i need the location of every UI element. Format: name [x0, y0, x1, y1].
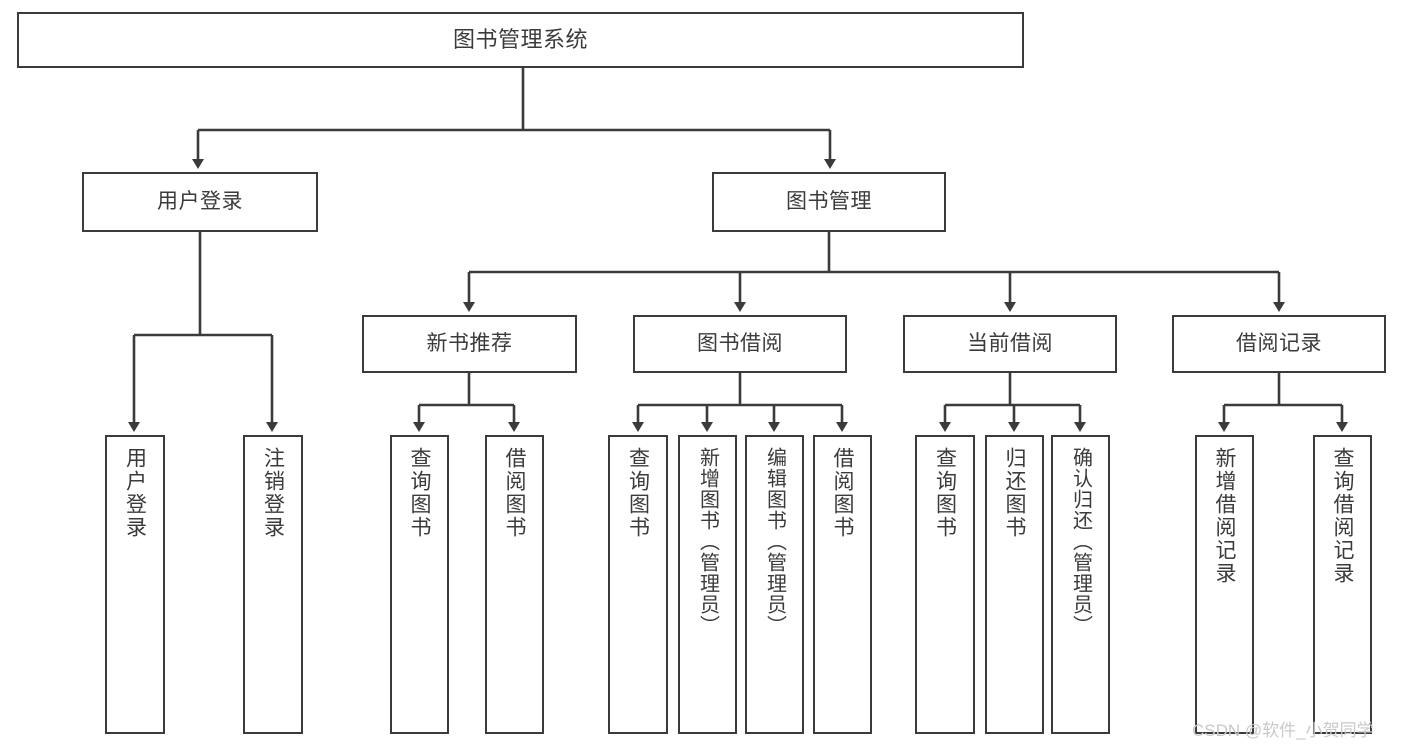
node-leaf-7-label: 借阅图书 — [831, 447, 854, 539]
node-leaf-3[interactable]: 借阅图书 — [485, 435, 544, 734]
node-leaf-0[interactable]: 用户登录 — [105, 435, 165, 734]
node-level2-1-label: 图书管理 — [786, 189, 872, 213]
node-leaf-10-label: 确认归还（管理员） — [1069, 447, 1092, 636]
node-level3-1[interactable]: 图书借阅 — [633, 315, 847, 373]
node-level3-3-label: 借阅记录 — [1236, 331, 1322, 355]
node-leaf-10[interactable]: 确认归还（管理员） — [1051, 435, 1110, 734]
node-level3-0-label: 新书推荐 — [426, 331, 513, 355]
node-leaf-9[interactable]: 归还图书 — [985, 435, 1044, 734]
node-leaf-3-label: 借阅图书 — [503, 447, 526, 539]
node-leaf-6-label: 编辑图书（管理员） — [763, 447, 786, 636]
csdn-watermark: CSDN @软件_小贺同学 — [1192, 721, 1374, 740]
node-level3-0[interactable]: 新书推荐 — [362, 315, 577, 373]
node-leaf-4-label: 查询图书 — [626, 447, 650, 539]
node-leaf-9-label: 归还图书 — [1003, 447, 1026, 539]
node-leaf-11-label: 新增借阅记录 — [1213, 447, 1236, 585]
node-level3-1-label: 图书借阅 — [697, 331, 783, 355]
node-leaf-7[interactable]: 借阅图书 — [813, 435, 872, 734]
node-leaf-4[interactable]: 查询图书 — [608, 435, 668, 734]
node-leaf-11[interactable]: 新增借阅记录 — [1195, 435, 1254, 734]
node-leaf-8-label: 查询图书 — [933, 447, 957, 539]
node-leaf-1[interactable]: 注销登录 — [243, 435, 303, 734]
node-leaf-12-label: 查询借阅记录 — [1331, 447, 1354, 585]
node-level3-3[interactable]: 借阅记录 — [1172, 315, 1386, 373]
node-leaf-0-label: 用户登录 — [123, 447, 147, 539]
node-leaf-6[interactable]: 编辑图书（管理员） — [745, 435, 804, 734]
node-leaf-8[interactable]: 查询图书 — [915, 435, 975, 734]
node-level3-2-label: 当前借阅 — [967, 331, 1053, 355]
node-level2-1[interactable]: 图书管理 — [712, 172, 946, 232]
node-leaf-2[interactable]: 查询图书 — [390, 435, 449, 734]
node-level3-2[interactable]: 当前借阅 — [903, 315, 1117, 373]
node-level2-0[interactable]: 用户登录 — [82, 172, 318, 232]
node-leaf-5-label: 新增图书（管理员） — [696, 447, 719, 636]
node-leaf-5[interactable]: 新增图书（管理员） — [678, 435, 737, 734]
node-root-label: 图书管理系统 — [452, 27, 588, 53]
node-leaf-12[interactable]: 查询借阅记录 — [1313, 435, 1372, 734]
node-level2-0-label: 用户登录 — [157, 189, 243, 213]
node-leaf-1-label: 注销登录 — [261, 447, 285, 539]
node-root[interactable]: 图书管理系统 — [17, 12, 1024, 68]
node-leaf-2-label: 查询图书 — [408, 447, 431, 539]
